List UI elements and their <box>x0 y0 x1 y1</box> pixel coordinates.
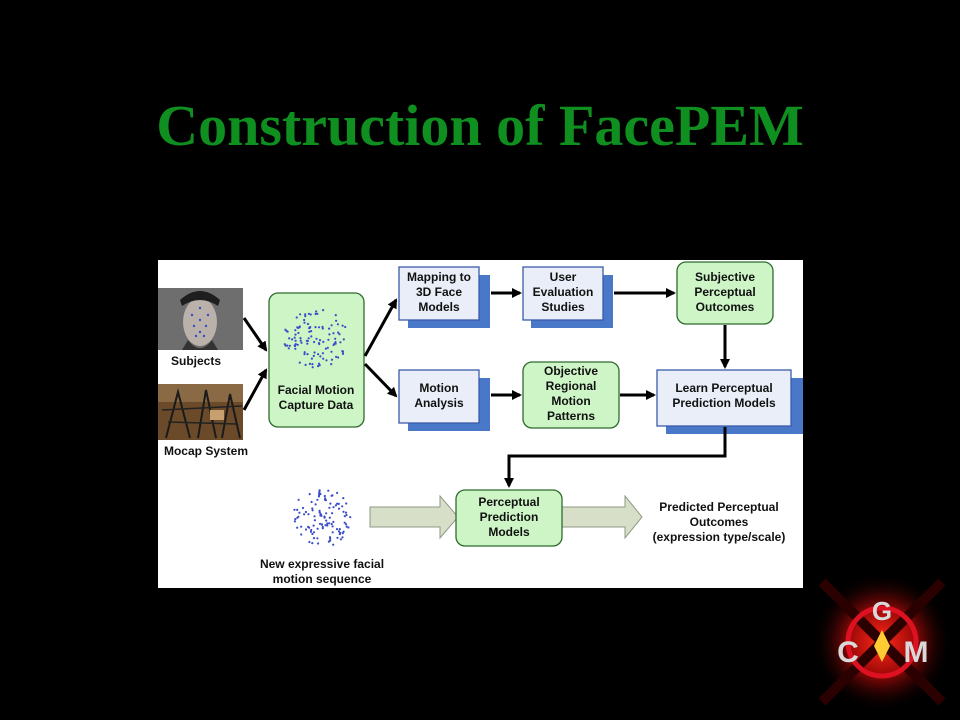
user-eval-label-line3: Studies <box>541 300 585 314</box>
mapping-3d-face-box <box>398 266 480 321</box>
predicted-label-line1: Predicted Perceptual <box>659 500 778 514</box>
user-evaluation-box <box>522 266 604 321</box>
arrow-capture-to-motion <box>363 362 398 398</box>
user-eval-label-line2: Evaluation <box>533 285 594 299</box>
motion-analysis-label-line1: Motion <box>419 381 458 395</box>
subjective-label-line3: Outcomes <box>696 300 755 314</box>
objective-label-line4: Patterns <box>547 409 595 423</box>
arrow-mocap-to-capture <box>242 368 268 411</box>
arrow-capture-to-mapping <box>363 298 398 357</box>
subjective-outcomes-box <box>676 261 774 325</box>
objective-label-line2: Regional <box>546 379 597 393</box>
subjects-label: Subjects <box>171 354 221 368</box>
motion-analysis-box <box>398 369 480 424</box>
output-flow-arrow <box>561 494 643 540</box>
logo-letter-c: C <box>837 636 859 669</box>
perceptual-models-label-line1: Perceptual <box>478 495 539 509</box>
logo-letter-g: G <box>872 596 892 626</box>
new-sequence-label-line2: motion sequence <box>273 572 372 586</box>
mapping-label-line2: 3D Face <box>416 285 462 299</box>
logo-letter-m: M <box>904 636 929 669</box>
mocap-photo <box>158 384 243 440</box>
mapping-label-line1: Mapping to <box>407 270 471 284</box>
learn-models-box <box>656 369 792 427</box>
predicted-label-line2: Outcomes <box>690 515 749 529</box>
subjective-label-line2: Perceptual <box>694 285 755 299</box>
arrow-subjects-to-capture <box>242 317 268 352</box>
facepem-flow-diagram: Subjects Mocap System Facial Motion Capt… <box>158 260 803 588</box>
capture-label-line1: Facial Motion <box>278 383 355 397</box>
perceptual-models-label-line2: Prediction <box>480 510 539 524</box>
facial-motion-capture-box <box>268 292 365 428</box>
mapping-label-line3: Models <box>418 300 460 314</box>
motion-analysis-label-line2: Analysis <box>414 396 464 410</box>
perceptual-models-label-line3: Models <box>488 525 530 539</box>
perceptual-prediction-box <box>455 489 563 547</box>
subject-photo <box>158 288 243 350</box>
mocap-label: Mocap System <box>164 444 248 458</box>
input-flow-arrow <box>369 494 459 540</box>
learn-label-line2: Prediction Models <box>672 396 776 410</box>
new-sequence-dot-cloud <box>293 489 352 546</box>
subjective-label-line1: Subjective <box>695 270 755 284</box>
objective-label-line1: Objective <box>544 364 598 378</box>
gcm-logo: G C M <box>812 572 952 712</box>
objective-label-line3: Motion <box>551 394 590 408</box>
capture-dot-cloud <box>283 309 347 369</box>
user-eval-label-line1: User <box>550 270 577 284</box>
slide-title: Construction of FacePEM <box>156 93 804 158</box>
arrow-learn-to-perceptual-models <box>504 427 727 488</box>
learn-label-line1: Learn Perceptual <box>675 381 772 395</box>
new-sequence-label-line1: New expressive facial <box>260 557 384 571</box>
objective-patterns-box <box>522 361 620 429</box>
predicted-label-line3: (expression type/scale) <box>653 530 786 544</box>
capture-label-line2: Capture Data <box>279 398 354 412</box>
